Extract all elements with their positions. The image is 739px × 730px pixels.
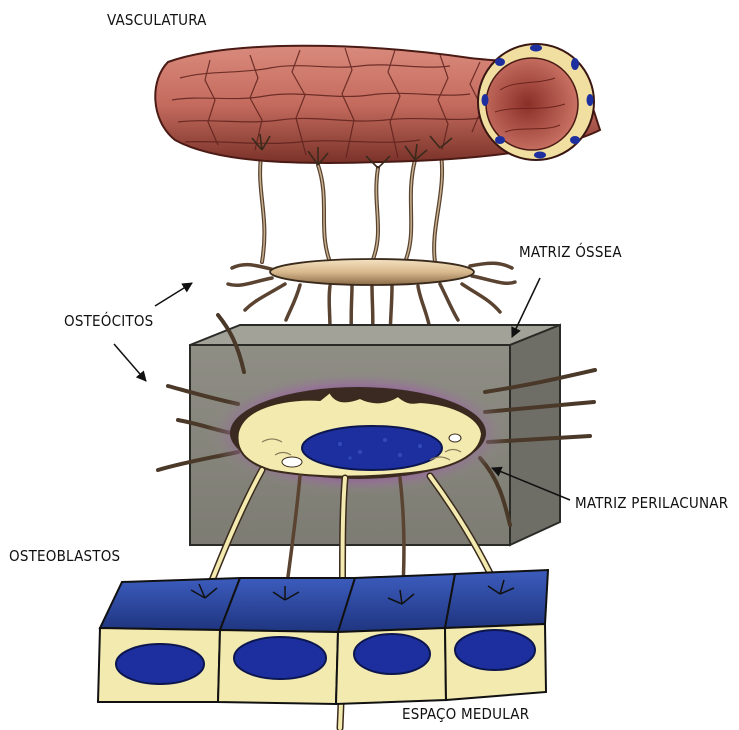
label-marrow-space: ESPAÇO MEDULAR (402, 707, 529, 722)
label-bone-matrix: MATRIZ ÓSSEA (519, 245, 622, 260)
label-osteocytes: OSTEÓCITOS (64, 314, 153, 329)
label-osteoblasts: OSTEOBLASTOS (9, 549, 120, 564)
vessel-osteocyte-processes (260, 148, 442, 262)
vasculature-vessel (155, 44, 600, 168)
osteoblast-cell (218, 578, 355, 704)
label-vasculature: VASCULATURA (107, 13, 207, 28)
osteoblasts-row (98, 570, 548, 704)
osteoblast-cell (336, 574, 455, 704)
osteoblast-cell (445, 570, 548, 700)
label-perilacunar-matrix: MATRIZ PERILACUNAR (575, 496, 728, 511)
